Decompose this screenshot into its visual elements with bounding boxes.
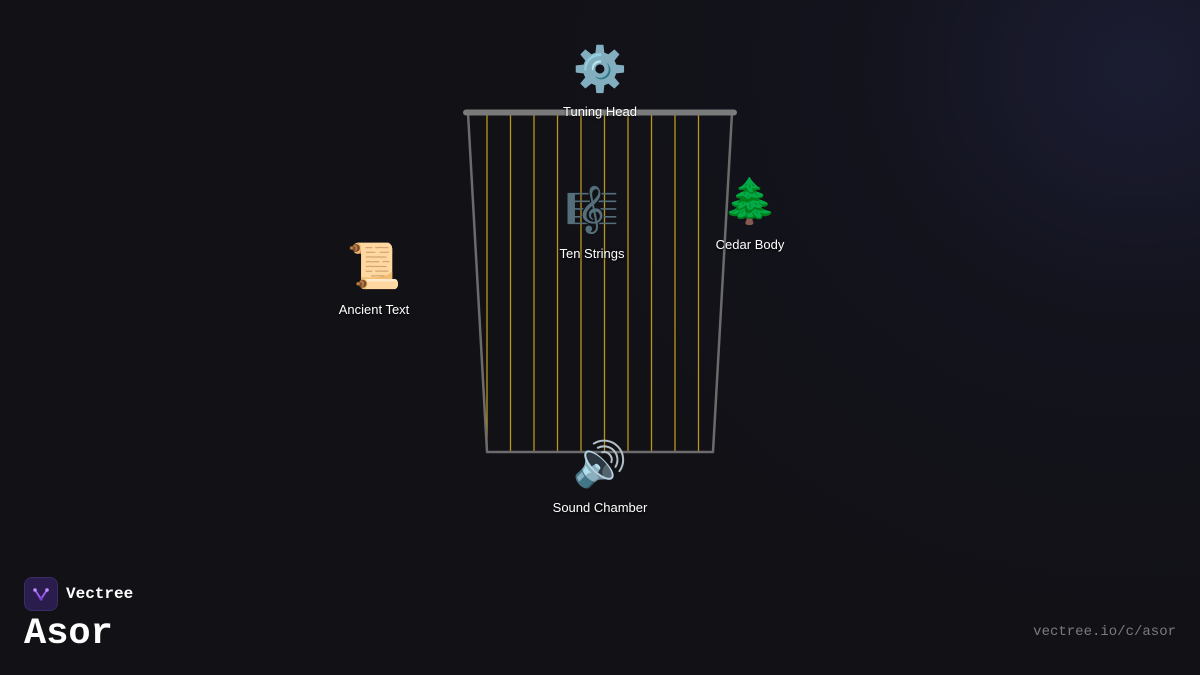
instrument-frame xyxy=(466,112,734,454)
node-ten-strings[interactable]: 🎼 Ten Strings xyxy=(512,185,672,262)
node-cedar-body[interactable]: 🌲 Cedar Body xyxy=(670,176,830,253)
brand-name: Vectree xyxy=(66,585,134,603)
speaker-icon: 🔊 xyxy=(572,439,628,490)
scroll-icon: 📜 xyxy=(346,241,402,292)
cedar-body-label: Cedar Body xyxy=(715,237,785,252)
tuning-head-label: Tuning Head xyxy=(563,104,637,119)
vectree-logo-icon xyxy=(24,577,58,611)
evergreen-tree-icon: 🌲 xyxy=(722,176,778,227)
gear-icon: ⚙️ xyxy=(572,44,628,95)
brand[interactable]: Vectree xyxy=(24,577,133,611)
page-title: Asor xyxy=(24,613,113,655)
source-url[interactable]: vectree.io/c/asor xyxy=(1033,624,1176,640)
ten-strings-label: Ten Strings xyxy=(559,246,625,261)
strings-group xyxy=(486,113,700,452)
node-ancient-text[interactable]: 📜 Ancient Text xyxy=(294,241,454,318)
node-tuning-head[interactable]: ⚙️ Tuning Head xyxy=(520,44,680,120)
node-sound-chamber[interactable]: 🔊 Sound Chamber xyxy=(520,439,680,516)
sound-chamber-label: Sound Chamber xyxy=(552,500,648,515)
musical-score-icon: 🎼 xyxy=(564,185,620,236)
ancient-text-label: Ancient Text xyxy=(338,302,410,317)
